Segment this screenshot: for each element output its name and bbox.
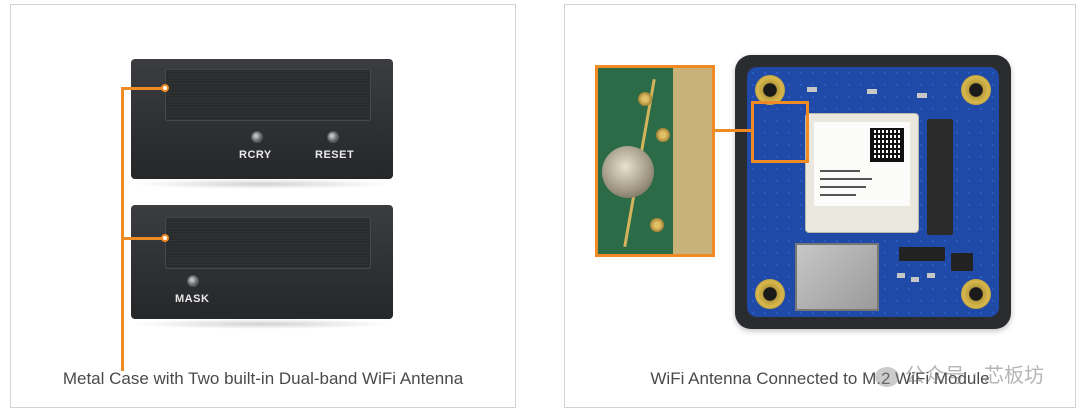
wechat-icon [874, 366, 899, 387]
rcry-label: RCRY [239, 149, 272, 161]
left-figure-panel: RCRY RESET MASK Metal Case with Two buil… [10, 4, 516, 408]
antenna-detail-box [751, 101, 809, 163]
antenna-zoom-inset [595, 65, 715, 257]
connector-chip [899, 247, 945, 261]
sd-card-slot [795, 243, 879, 311]
pcb-board [747, 67, 999, 317]
mounting-hole [961, 279, 991, 309]
mounting-hole [755, 279, 785, 309]
callout-line-vertical [121, 87, 124, 371]
zoom-callout-line [715, 129, 751, 132]
mask-label: MASK [175, 293, 210, 305]
reset-button [327, 131, 339, 143]
mounting-hole [961, 75, 991, 105]
metal-case-top: RCRY RESET [131, 45, 393, 189]
wechat-watermark: 公众号 · 芯板坊 [874, 359, 1044, 388]
case-grille [165, 69, 371, 121]
antenna-connector [656, 128, 670, 142]
board-enclosure [735, 55, 1011, 329]
mounting-hole [755, 75, 785, 105]
case-grille [165, 217, 371, 269]
reset-label: RESET [315, 149, 355, 161]
antenna-connector [650, 218, 664, 232]
ic-chip [951, 253, 973, 271]
qr-code [870, 128, 904, 162]
callout-dot-top [161, 84, 169, 92]
metal-case-bottom: MASK [131, 191, 393, 329]
m2-slot [927, 119, 953, 235]
mask-button [187, 275, 199, 287]
callout-line-bottom [121, 237, 165, 240]
right-caption: WiFi Antenna Connected to M.2 WiFi Modul… [650, 369, 990, 388]
watermark-text: 公众号 · 芯板坊 [904, 363, 1044, 387]
right-figure-panel: WiFi Antenna Connected to M.2 WiFi Modul… [564, 4, 1076, 408]
screw-icon [602, 146, 654, 198]
antenna-connector [638, 92, 652, 106]
module-label-sticker [814, 122, 910, 206]
callout-line-top [121, 87, 165, 90]
callout-dot-bottom [161, 234, 169, 242]
m2-wifi-module [805, 113, 919, 233]
rcry-button [251, 131, 263, 143]
left-caption: Metal Case with Two built-in Dual-band W… [62, 369, 464, 388]
